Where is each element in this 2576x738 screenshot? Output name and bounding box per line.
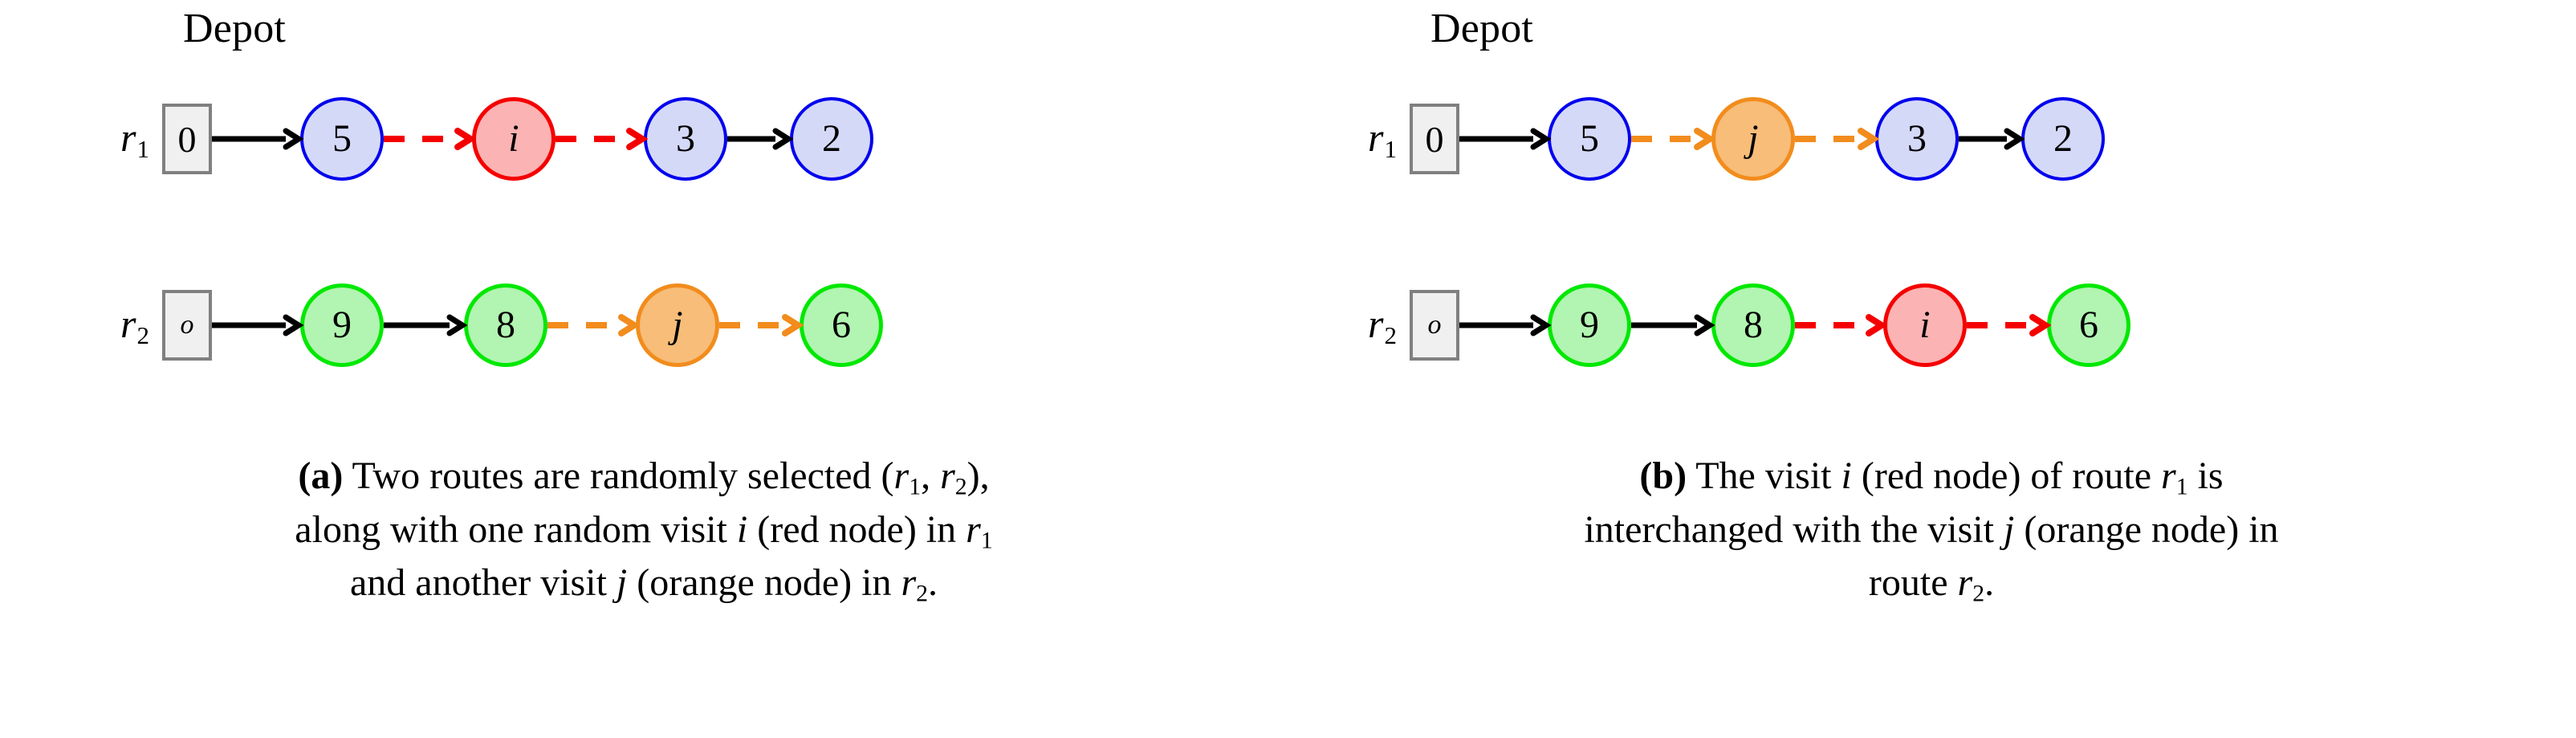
arrow-depot-to-node1 (211, 128, 304, 150)
route-node-3[interactable]: 3 (643, 97, 727, 181)
caption-line-1: (a) Two routes are randomly selected (r1… (298, 455, 990, 500)
arrow-node3-to-node4 (1966, 314, 2052, 336)
depot-label: Depot (183, 6, 287, 51)
route-node-5[interactable]: 5 (1547, 97, 1631, 181)
route-row-r1: r1 0 5 j (1368, 87, 2105, 191)
route-node-9[interactable]: 9 (299, 283, 384, 367)
caption-line-1: (b) The visit i (red node) of route r1 i… (1639, 455, 2224, 500)
panel-a-caption: (a) Two routes are randomly selected (r1… (0, 450, 1288, 610)
arrow-depot-to-node1 (1459, 128, 1552, 150)
depot-box-r2[interactable]: o (1409, 290, 1459, 361)
route-row-r2: r2 o 9 8 (1368, 273, 2130, 377)
route-label-r1: r1 (120, 114, 149, 164)
caption-line-2: along with one random visit i (red node)… (295, 508, 993, 553)
route-node-2[interactable]: 2 (789, 97, 873, 181)
route-node-3[interactable]: 3 (1874, 97, 1959, 181)
arrow-node2-to-node3 (1794, 128, 1880, 150)
route-label-sub: 1 (136, 134, 149, 163)
caption-line-3: route r2. (1868, 561, 1995, 607)
depot-box-r1[interactable]: 0 (1409, 104, 1459, 174)
panel-b-caption: (b) The visit i (red node) of route r1 i… (1288, 450, 2575, 610)
route-node-j[interactable]: j (635, 283, 719, 367)
route-label-base: r (120, 301, 136, 347)
route-row-r1: r1 0 5 i (120, 87, 873, 191)
arrow-depot-to-node1 (211, 314, 304, 336)
route-label-base: r (120, 115, 136, 161)
route-label-sub: 2 (136, 320, 149, 349)
route-node-9[interactable]: 9 (1547, 283, 1631, 367)
route-label-sub: 2 (1384, 320, 1397, 349)
arrow-node2-to-node3 (547, 314, 641, 336)
arrow-node1-to-node2 (1630, 128, 1716, 150)
route-label-r2: r2 (1368, 300, 1397, 350)
depot-box-r2[interactable]: o (161, 290, 212, 361)
route-label-sub: 1 (1384, 134, 1397, 163)
route-label-base: r (1368, 115, 1384, 161)
caption-line-2: interchanged with the visit j (orange no… (1584, 508, 2279, 551)
route-node-6[interactable]: 6 (799, 283, 883, 367)
arrow-node2-to-node3 (555, 128, 649, 150)
arrow-node1-to-node2 (1630, 314, 1715, 336)
route-node-5[interactable]: 5 (299, 97, 384, 181)
route-node-i[interactable]: i (471, 97, 555, 181)
route-label-r2: r2 (120, 300, 149, 350)
arrow-depot-to-node1 (1459, 314, 1552, 336)
caption-line-3: and another visit j (orange node) in r2. (349, 561, 938, 607)
arrow-node2-to-node3 (1794, 314, 1888, 336)
route-node-2[interactable]: 2 (2021, 97, 2105, 181)
arrow-node1-to-node2 (383, 128, 477, 150)
route-node-8[interactable]: 8 (463, 283, 547, 367)
arrow-node3-to-node4 (1958, 128, 2025, 150)
route-node-8[interactable]: 8 (1711, 283, 1795, 367)
route-node-j[interactable]: j (1711, 97, 1795, 181)
panel-b: Depot r1 0 5 j (1288, 0, 2575, 738)
route-node-6[interactable]: 6 (2046, 283, 2130, 367)
arrow-node3-to-node4 (718, 314, 804, 336)
arrow-node1-to-node2 (383, 314, 468, 336)
panel-a: Depot r1 0 5 i (0, 0, 1288, 610)
depot-label: Depot (1430, 6, 1534, 51)
arrow-node3-to-node4 (726, 128, 794, 150)
route-label-base: r (1368, 301, 1384, 347)
panel-b-diagram: Depot r1 0 5 j (1288, 0, 2575, 450)
panel-a-diagram: Depot r1 0 5 i (0, 0, 1288, 450)
route-label-r1: r1 (1368, 114, 1397, 164)
route-node-i[interactable]: i (1882, 283, 1967, 367)
route-row-r2: r2 o 9 8 (120, 273, 883, 377)
depot-box-r1[interactable]: 0 (161, 104, 212, 174)
